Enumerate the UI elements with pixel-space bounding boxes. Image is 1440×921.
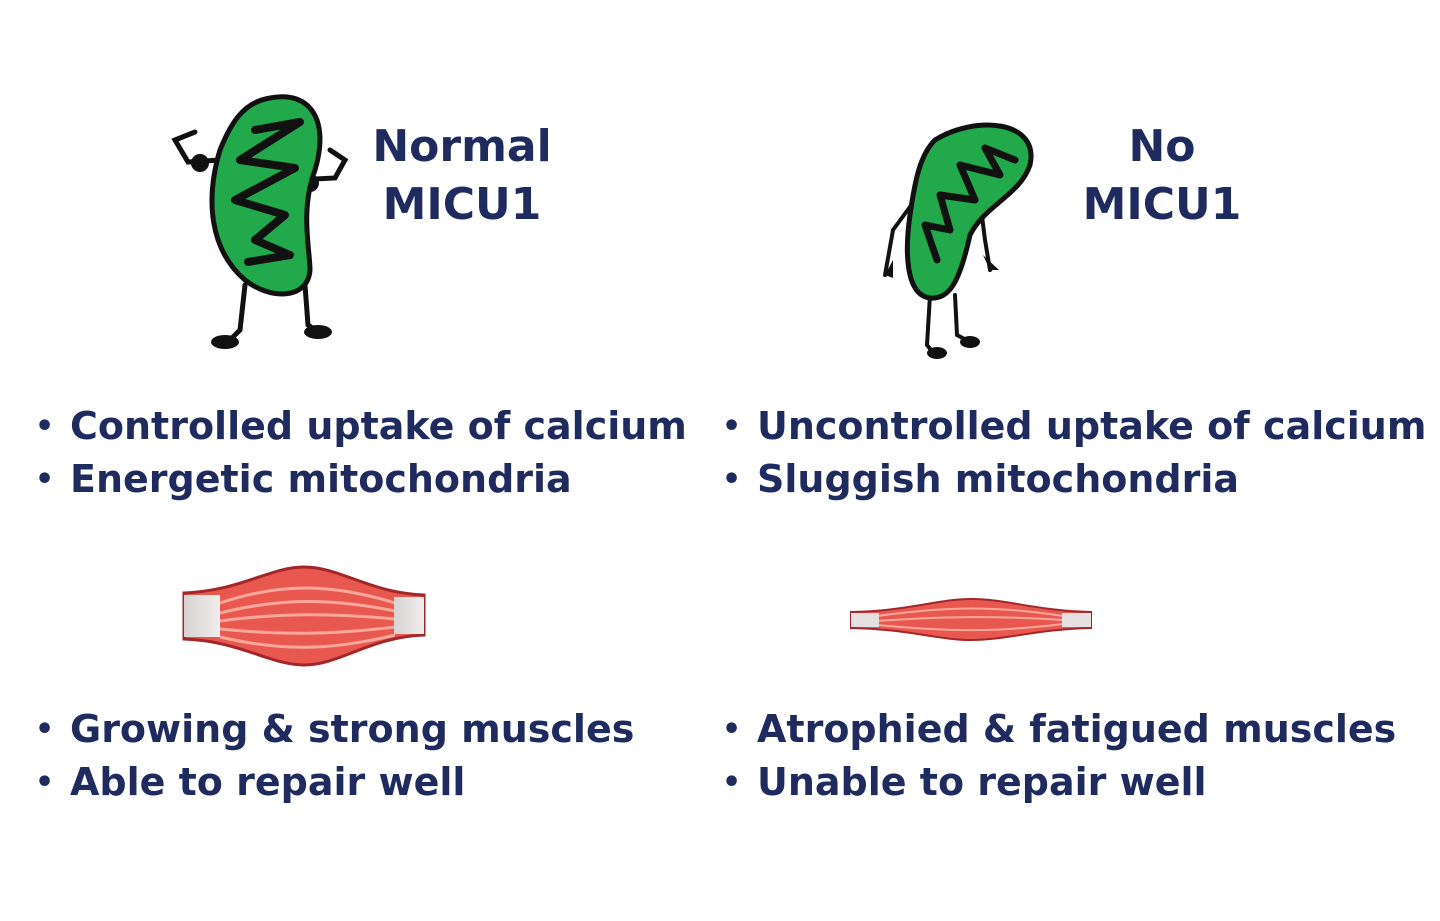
left-cell-bullets: Controlled uptake of calcium Energetic m… [35, 400, 687, 506]
title-line-1: Normal [372, 121, 552, 172]
bullet-item: Energetic mitochondria [35, 453, 687, 506]
droopy-mitochondrion-icon [883, 122, 1034, 359]
right-muscle-bullets: Atrophied & fatigued muscles Unable to r… [722, 703, 1396, 809]
bullet-item: Uncontrolled uptake of calcium [722, 400, 1426, 453]
bullet-item: Controlled uptake of calcium [35, 400, 687, 453]
title-line-1: No [1128, 121, 1196, 172]
left-muscle-bullets: Growing & strong muscles Able to repair … [35, 703, 634, 809]
title-line-2: MICU1 [382, 179, 542, 230]
bullet-item: Unable to repair well [722, 756, 1396, 809]
bullet-item: Able to repair well [35, 756, 634, 809]
left-title: Normal MICU1 [332, 118, 592, 234]
right-title: No MICU1 [1032, 118, 1292, 234]
thin-muscle-icon [850, 597, 1092, 642]
flexing-mitochondrion-icon [171, 94, 349, 349]
bullet-item: Atrophied & fatigued muscles [722, 703, 1396, 756]
bullet-item: Sluggish mitochondria [722, 453, 1426, 506]
title-line-2: MICU1 [1082, 179, 1242, 230]
bullet-item: Growing & strong muscles [35, 703, 634, 756]
large-muscle-icon [182, 565, 426, 667]
right-cell-bullets: Uncontrolled uptake of calcium Sluggish … [722, 400, 1426, 506]
